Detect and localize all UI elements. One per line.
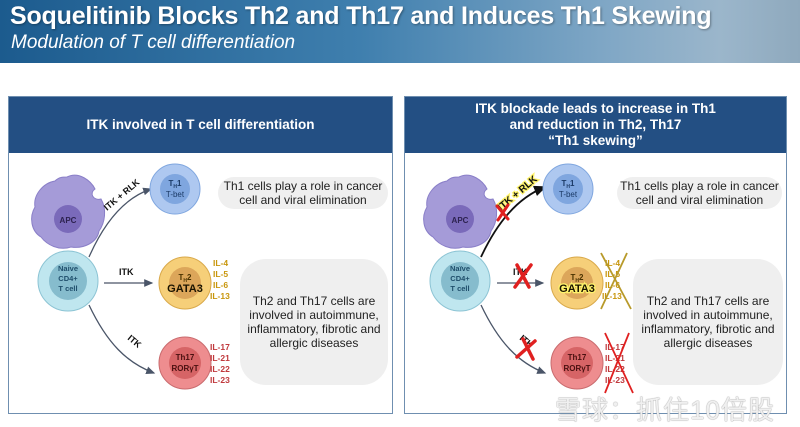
th2-cytokine: IL-13 [602,291,622,301]
apc-cell-icon: APC [31,174,106,249]
th17-cytokine: IL-22 [210,364,230,374]
title-banner: Soquelitinib Blocks Th2 and Th17 and Ind… [0,0,800,63]
svg-text:TH1: TH1 [562,179,576,190]
th1-factor: T-bet [559,190,578,199]
th2-cytokine: IL-5 [213,269,228,279]
th1-name: T [169,179,174,188]
th17-factor: RORγT [563,364,590,373]
th17-cytokine: IL-21 [210,353,230,363]
block-x-icon [515,337,537,361]
slide-title: Soquelitinib Blocks Th2 and Th17 and Ind… [10,2,712,30]
th2-cytokine: IL-13 [210,291,230,301]
th17-name: Th17 [568,353,587,362]
cytokine-cross-icon [604,332,634,394]
left-diagram: APC Naive CD4+ T cell ITK + RLK ITK ITK … [31,163,230,390]
svg-text:TH1: TH1 [169,179,183,190]
th2-cytokine: IL-4 [605,258,620,268]
svg-text:TH2: TH2 [179,273,193,284]
watermark: 雪球：抓住10倍股 [555,395,775,425]
block-x-icon [513,263,533,289]
th1-factor: T-bet [166,190,185,199]
th17-cell-icon: Th17 RORγT [158,336,212,390]
th2-name: T [571,273,576,282]
th1-cell-icon: TH1 T-bet [149,163,201,215]
th17-name: Th17 [176,353,195,362]
th17-cytokine: IL-17 [605,342,625,352]
naive-line-1: Naive [58,264,78,273]
naive-line-1: Naïve [450,264,470,273]
right-panel: ITK blockade leads to increase in Th1 an… [404,96,787,414]
naive-line-3: T cell [450,284,469,293]
arrow-label-th2: ITK [119,267,134,277]
th1-name: T [562,179,567,188]
arrow-label-th17: ITK [126,333,144,350]
th2-cell-icon: TH2 GATA3 [158,256,212,310]
naive-line-3: T cell [58,284,77,293]
th1-cell-icon: TH1 T-bet [542,163,594,215]
th17-cytokine: IL-17 [210,342,230,352]
th17-cytokine: IL-21 [605,353,625,363]
block-x-icon [495,203,510,222]
th1-note: Th1 cells play a role in cancer cell and… [218,177,388,209]
naive-line-2: CD4+ [58,274,78,283]
right-diagram: APC Naïve CD4+ T cell ITK + RLK ITK ITK [423,163,634,394]
naive-cd4-t-cell-icon: Naive CD4+ T cell [37,250,99,312]
th17-cytokine: IL-23 [605,375,625,385]
th2-name: T [179,273,184,282]
cytokine-cross-icon [600,252,632,310]
th2-cytokine: IL-6 [213,280,228,290]
th2-factor: GATA3 [167,283,203,295]
left-panel: ITK involved in T cell differentiation A… [8,96,393,414]
apc-cell-icon: APC [423,174,498,249]
th2-cell-icon: TH2 GATA3 [550,256,604,310]
th17-factor: RORγT [171,364,198,373]
th17-cell-icon: Th17 RORγT [550,336,604,390]
th2-cytokine: IL-4 [213,258,228,268]
right-panel-header: ITK blockade leads to increase in Th1 an… [405,97,786,153]
arrow-to-th1 [88,187,153,258]
th17-cytokine: IL-23 [210,375,230,385]
th2-th17-note: Th2 and Th17 cells are involved in autoi… [633,259,783,385]
naive-cd4-t-cell-icon: Naïve CD4+ T cell [429,250,491,312]
arrow-to-th17 [480,304,547,374]
apc-label: APC [452,216,469,225]
apc-label: APC [60,216,77,225]
left-panel-title: ITK involved in T cell differentiation [86,117,315,132]
svg-text:TH2: TH2 [571,273,585,284]
arrow-to-th17 [88,304,156,374]
th2-th17-note: Th2 and Th17 cells are involved in autoi… [240,259,388,385]
right-header-line: ITK blockade leads to increase in Th1 [475,101,716,116]
slide-subtitle: Modulation of T cell differentiation [11,32,296,53]
right-header-line: “Th1 skewing” [548,133,643,148]
th1-note: Th1 cells play a role in cancer cell and… [617,177,782,209]
right-header-line: and reduction in Th2, Th17 [509,117,682,132]
left-panel-header: ITK involved in T cell differentiation [9,97,392,153]
naive-line-2: CD4+ [450,274,470,283]
arrow-to-th1 [480,185,547,258]
th2-factor: GATA3 [559,283,595,295]
